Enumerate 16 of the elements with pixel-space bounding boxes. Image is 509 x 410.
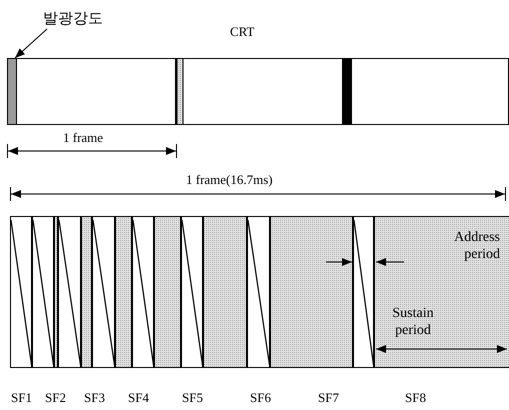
- dimension-label: 1 frame(16.7ms): [186, 172, 273, 187]
- leader-line: [14, 28, 48, 58]
- subfield-label: SF7: [318, 390, 339, 405]
- subfield-label: SF5: [182, 390, 203, 405]
- heading-label: CRT: [230, 24, 255, 39]
- subfield-label: SF6: [250, 390, 271, 405]
- intensity-bar: [7, 58, 17, 125]
- intensity-label: 발광강도: [43, 7, 119, 29]
- subfield-label: SF3: [84, 390, 105, 405]
- period-label: Address period: [453, 229, 500, 263]
- subfield-label: SF1: [11, 390, 32, 405]
- subfield-label: SF2: [45, 390, 66, 405]
- subfield-label: SF8: [405, 390, 426, 405]
- subfield-label: SF4: [128, 390, 149, 405]
- dimension-label: 1 frame: [63, 130, 104, 145]
- period-label: Sustain period: [391, 305, 435, 339]
